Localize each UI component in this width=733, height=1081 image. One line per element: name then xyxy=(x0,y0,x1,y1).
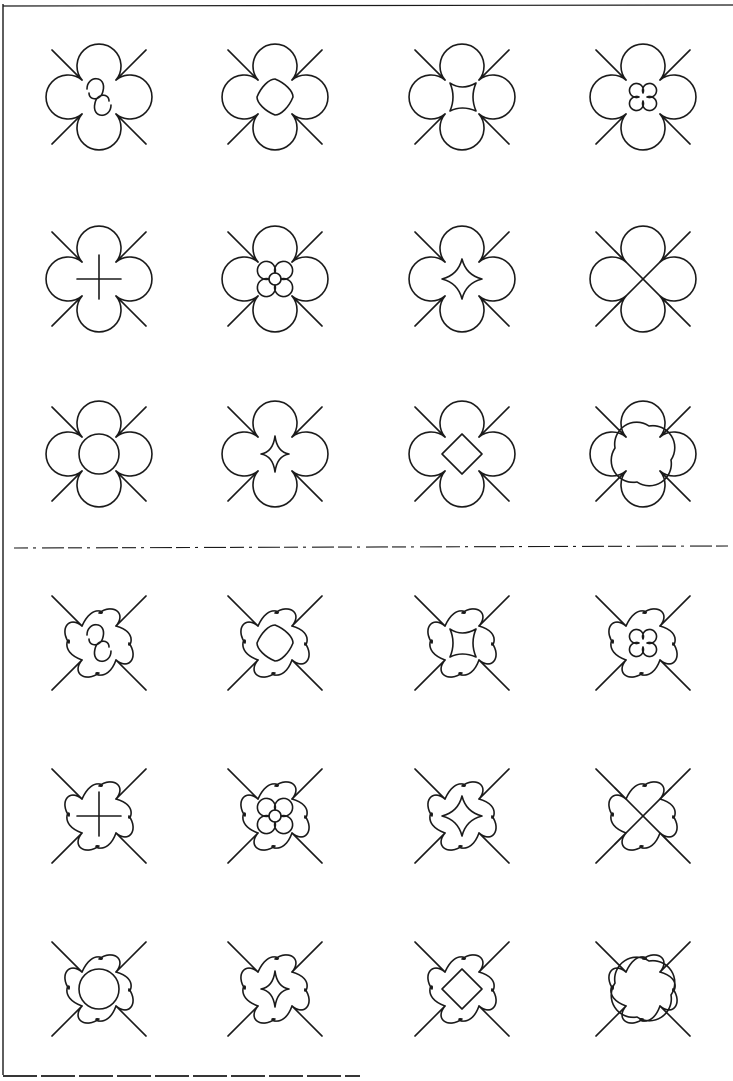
tile-diagonal-arms xyxy=(52,407,146,501)
tile-diagonal-arms xyxy=(52,942,146,1036)
pattern-tile xyxy=(52,596,146,690)
tile-diagonal-arms xyxy=(228,942,322,1036)
concave-square-icon xyxy=(450,83,476,111)
star-icon xyxy=(261,971,289,1007)
circle-icon xyxy=(79,434,119,474)
diamond-icon xyxy=(442,434,482,474)
pattern-tile xyxy=(228,769,322,863)
tile-diagonal-arms xyxy=(415,407,509,501)
pattern-tile xyxy=(222,226,328,332)
concave-square-icon xyxy=(450,629,476,657)
circle-icon xyxy=(79,969,119,1009)
cross-icon xyxy=(77,255,121,299)
section-wavy-outline xyxy=(52,596,690,1036)
quatrefoil-icon xyxy=(629,629,656,656)
crossed-lines-icon xyxy=(615,251,671,307)
tile-diagonal-arms xyxy=(228,596,322,690)
rounded-square-icon xyxy=(257,625,293,661)
swirl-icon xyxy=(87,79,111,116)
inner-circle-icon xyxy=(269,810,281,822)
quatrefoil-icon xyxy=(257,798,292,833)
tile-diagonal-arms xyxy=(228,232,322,326)
top-border xyxy=(3,5,733,6)
tile-diagonal-arms xyxy=(228,50,322,144)
pattern-tile xyxy=(409,401,515,507)
section-divider xyxy=(14,546,728,548)
pattern-tile xyxy=(596,942,690,1036)
inner-circle-icon xyxy=(269,273,281,285)
tile-diagonal-arms xyxy=(596,596,690,690)
pattern-tile xyxy=(415,942,509,1036)
crossed-lines-icon xyxy=(615,788,671,844)
star-icon xyxy=(261,436,289,472)
pattern-tile xyxy=(222,401,328,507)
tile-diagonal-arms xyxy=(415,232,509,326)
pattern-tile xyxy=(409,226,515,332)
pattern-tile xyxy=(228,942,322,1036)
tile-diagonal-arms xyxy=(415,596,509,690)
pattern-tile xyxy=(52,769,146,863)
tile-diagonal-arms xyxy=(596,407,690,501)
pattern-tile xyxy=(222,44,328,150)
concave-diamond-icon xyxy=(442,259,482,299)
diamond-icon xyxy=(442,969,482,1009)
rounded-square-icon xyxy=(257,79,293,115)
swirl-icon xyxy=(87,625,111,662)
tile-diagonal-arms xyxy=(228,407,322,501)
concave-diamond-icon xyxy=(442,796,482,836)
pattern-tile xyxy=(46,226,152,332)
pattern-tile xyxy=(415,596,509,690)
pattern-tile xyxy=(52,942,146,1036)
tile-diagonal-arms xyxy=(596,50,690,144)
quatrefoil-icon xyxy=(257,261,292,296)
tile-diagonal-arms xyxy=(415,769,509,863)
pattern-tile xyxy=(596,769,690,863)
pattern-tile xyxy=(228,596,322,690)
pattern-tile xyxy=(46,44,152,150)
tile-diagonal-arms xyxy=(415,50,509,144)
pattern-tile xyxy=(590,226,696,332)
pattern-tile xyxy=(46,401,152,507)
pattern-tile xyxy=(415,769,509,863)
sheet-frame xyxy=(3,4,733,1076)
pattern-tile xyxy=(590,44,696,150)
cross-icon xyxy=(77,792,121,836)
tile-diagonal-arms xyxy=(228,769,322,863)
pattern-tile xyxy=(590,401,696,507)
quatrefoil-icon xyxy=(629,83,656,110)
section-rounded-outline xyxy=(46,44,696,507)
pattern-tile xyxy=(409,44,515,150)
pattern-tile xyxy=(596,596,690,690)
tile-diagonal-arms xyxy=(596,942,690,1036)
tile-diagonal-arms xyxy=(415,942,509,1036)
tile-grid xyxy=(46,44,696,1036)
